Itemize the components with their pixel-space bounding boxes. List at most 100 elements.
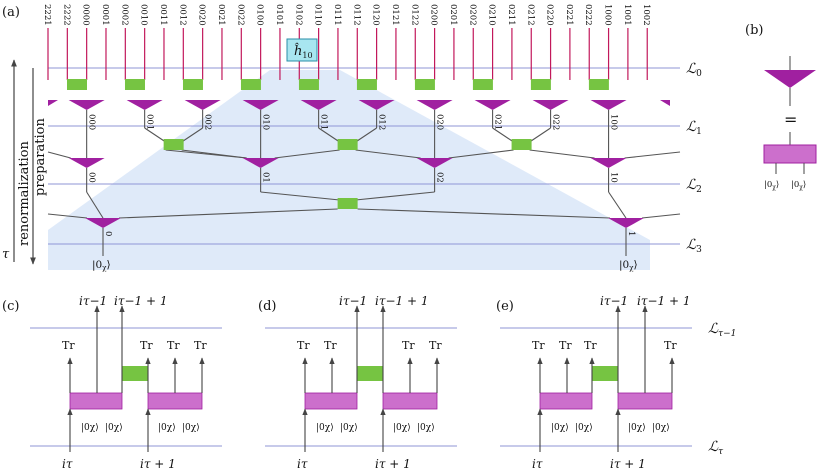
wire-label-l1: 011 (319, 114, 329, 130)
wire-l1-to-l2 (355, 149, 421, 159)
wire-edge-right-l2 (641, 213, 681, 219)
disentangler-l1 (337, 139, 358, 150)
b-unitary-box (763, 144, 817, 164)
top-leg-label: 0100 (255, 4, 265, 26)
b-ket-right: |0χ⟩ (791, 180, 806, 191)
top-leg-label: 0000 (81, 4, 91, 26)
disentangler-l0 (240, 79, 261, 90)
sub-trace-label: Tr (584, 339, 597, 352)
isometry-l1 (416, 158, 453, 168)
wire-edge-right-l1 (624, 151, 681, 159)
wire-label-l1: 000 (87, 114, 97, 130)
tensors-group (48, 79, 670, 228)
top-leg-label: 0202 (467, 4, 477, 26)
hamiltonian-box (286, 38, 318, 62)
wire-l2-to-l3-left (118, 208, 338, 219)
sub-index-top-right: iτ−1 + 1 (375, 294, 428, 308)
wire-label-l1: 021 (493, 114, 503, 130)
wire-l1-to-l2 (448, 149, 514, 159)
sub-trace-label: Tr (167, 339, 180, 352)
disentangler-l0 (298, 79, 319, 90)
disentangler-l0 (356, 79, 377, 90)
isometry-l0 (590, 100, 627, 110)
sub-index-top-right: iτ−1 + 1 (637, 294, 690, 308)
top-leg-label: 0200 (429, 4, 439, 26)
disentangler-l2 (337, 198, 358, 209)
b-equals: = (784, 110, 797, 129)
sub-isometry-box-left (69, 392, 123, 410)
top-leg-label: 0011 (158, 4, 168, 26)
isometry-l0 (68, 100, 105, 110)
top-leg-label: 0220 (545, 4, 555, 26)
sub-ket: |0χ⟩ (551, 423, 569, 433)
wire-l2-to-l3-right (357, 208, 611, 219)
sub-trace-label: Tr (62, 339, 75, 352)
disentangler-l0 (414, 79, 435, 90)
wire-to-disentangler-l1 (492, 127, 551, 143)
sub-isometry-box-right (617, 392, 673, 410)
wire-to-disentangler-l1 (318, 127, 377, 143)
top-leg-label: 0001 (100, 4, 110, 26)
isometry-l0 (474, 100, 511, 110)
sub-ket: |0χ⟩ (417, 423, 435, 433)
disentangler-l0 (124, 79, 145, 90)
wire-edge-left-l2 (47, 213, 88, 219)
layer-label-1: ℒ1 (686, 119, 702, 137)
isometry-edge-left (48, 100, 58, 106)
wire-label-l2: 02 (435, 172, 445, 183)
disentangler-l0 (530, 79, 551, 90)
top-leg-label: 0201 (448, 4, 458, 26)
isometry-l1 (68, 158, 105, 168)
wire-label-l1: 020 (435, 114, 445, 130)
sub-disentangler (592, 366, 618, 381)
wire-l1-to-l2 (274, 149, 340, 159)
sub-index-top-left: iτ−1 (339, 294, 367, 308)
top-leg-label: 0002 (119, 4, 129, 26)
isometry-l0 (184, 100, 221, 110)
disentangler-l0 (66, 79, 87, 90)
ket-right: |0χ⟩ (619, 259, 638, 272)
hamiltonian-label: ĥ10 (294, 43, 313, 60)
top-leg-label: 2221 (42, 4, 52, 26)
renormalization-label: renormalization (17, 140, 32, 246)
wire-edge-left-l1 (47, 151, 71, 159)
top-leg-label: 1001 (622, 4, 632, 26)
sub-index-bottom-left: iτ (297, 457, 308, 471)
panel-label-a: (a) (2, 5, 20, 20)
sub-index-bottom-left: iτ (532, 457, 543, 471)
isometry-l0 (358, 100, 395, 110)
top-leg-label: 0020 (197, 4, 207, 26)
b-ket-left: |0χ⟩ (764, 180, 779, 191)
top-leg-label: 1002 (641, 4, 651, 26)
wire-l2-direct-right (608, 191, 627, 219)
sub-index-bottom-left: iτ (62, 457, 73, 471)
sub-index-bottom-right: iτ + 1 (610, 457, 646, 471)
sub-index-bottom-right: iτ + 1 (375, 457, 411, 471)
top-leg-label: 0121 (390, 4, 400, 26)
sub-ket: |0χ⟩ (575, 423, 593, 433)
sub-ket: |0χ⟩ (158, 423, 176, 433)
top-leg-label: 0222 (583, 4, 593, 26)
sub-trace-label: Tr (297, 339, 310, 352)
wire-label-l3: 1 (626, 231, 636, 236)
wire-l2-direct-left (86, 191, 104, 219)
sub-trace-label: Tr (532, 339, 545, 352)
top-leg-label: 0102 (293, 4, 303, 26)
wire-label-l2: 01 (261, 172, 271, 183)
top-leg-label: 0110 (313, 4, 323, 26)
layer-label-3: ℒ3 (686, 237, 702, 255)
isometry-l0 (532, 100, 569, 110)
wire-label-l1: 100 (609, 114, 619, 130)
sub-isometry-box-left (539, 392, 593, 410)
panel-label-c: (c) (2, 299, 19, 314)
wire-label-l1: 001 (145, 114, 155, 130)
top-leg-label: 0010 (139, 4, 149, 26)
panel-label-b: (b) (745, 23, 763, 38)
wire-label-l3: 0 (103, 231, 113, 236)
wire-to-disentangler-l1 (144, 127, 203, 143)
sub-index-top-right: iτ−1 + 1 (114, 294, 167, 308)
top-leg-label: 0122 (409, 4, 419, 26)
